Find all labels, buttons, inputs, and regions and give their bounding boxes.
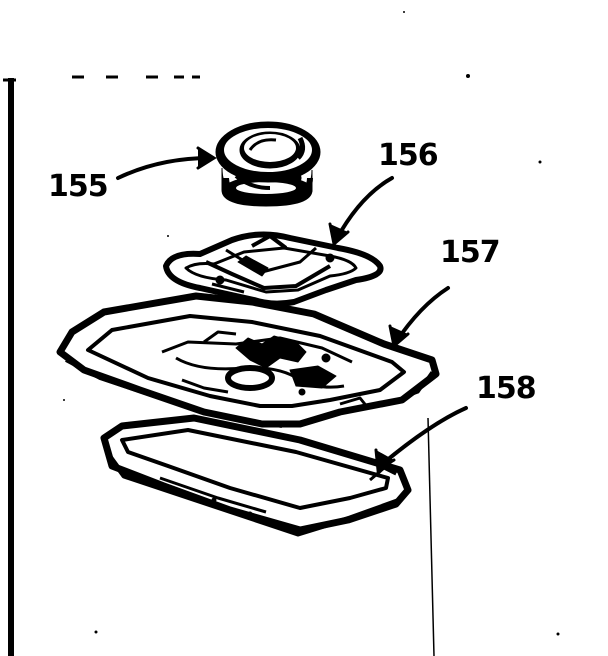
- knob-part: [215, 121, 321, 207]
- left-border-line: [3, 78, 16, 656]
- pan-tray-part: [100, 414, 412, 537]
- vertical-rule: [427, 417, 435, 656]
- callout-157: 157: [440, 235, 500, 270]
- gasket-plate-part: [56, 292, 440, 428]
- callout-158: 158: [476, 371, 536, 406]
- paper-specks: [63, 11, 560, 636]
- callout-155: 155: [48, 169, 108, 204]
- arrow-155: [116, 156, 212, 180]
- leader-arrows: [116, 146, 468, 473]
- arrow-158: [378, 406, 468, 468]
- callout-156: 156: [378, 138, 438, 173]
